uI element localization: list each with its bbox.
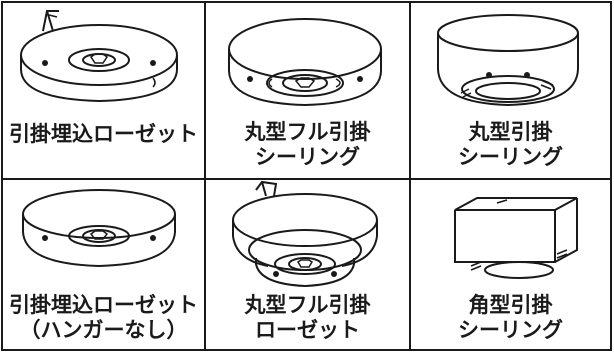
- product-label: 丸型引掛 シーリング: [411, 120, 610, 170]
- product-cell: 丸型引掛 シーリング: [411, 3, 610, 178]
- label-line-1: 丸型フル引掛: [244, 120, 371, 144]
- round-ceiling-icon: [437, 14, 579, 107]
- product-cell: 丸型フル引掛 ローゼット: [206, 180, 409, 351]
- flush-rosette-with-hanger-icon: [20, 10, 178, 103]
- product-cell: 引掛埋込ローゼット: [3, 3, 204, 178]
- label-line-2: シーリング: [458, 145, 563, 169]
- product-label: 引掛埋込ローゼット: [3, 122, 204, 147]
- flush-rosette-no-hanger-icon: [22, 189, 176, 268]
- square-ceiling-icon: [454, 197, 578, 279]
- round-full-rosette-icon: [232, 180, 378, 288]
- product-label: 角型引掛 シーリング: [411, 293, 610, 343]
- divider: [204, 3, 206, 349]
- product-cell: 角型引掛 シーリング: [411, 180, 610, 351]
- label-line-2: ローゼット: [255, 318, 360, 342]
- product-label: 丸型フル引掛 シーリング: [206, 120, 409, 170]
- product-cell: 丸型フル引掛 シーリング: [206, 3, 409, 178]
- product-label: 引掛埋込ローゼット （ハンガーなし）: [3, 293, 204, 343]
- divider: [3, 178, 610, 180]
- label-line-1: 丸型引掛: [468, 120, 553, 144]
- product-cell: 引掛埋込ローゼット （ハンガーなし）: [3, 180, 204, 351]
- label-line-1: 引掛埋込ローゼット: [9, 122, 198, 146]
- label-line-1: 引掛埋込ローゼット: [9, 293, 198, 317]
- product-label: 丸型フル引掛 ローゼット: [206, 293, 409, 343]
- label-line-1: 角型引掛: [468, 293, 553, 317]
- label-line-1: 丸型フル引掛: [244, 293, 371, 317]
- label-line-2: シーリング: [255, 145, 360, 169]
- label-line-2: シーリング: [458, 318, 563, 342]
- round-full-ceiling-icon: [228, 18, 382, 107]
- label-line-2: （ハンガーなし）: [19, 318, 188, 342]
- divider: [409, 3, 411, 349]
